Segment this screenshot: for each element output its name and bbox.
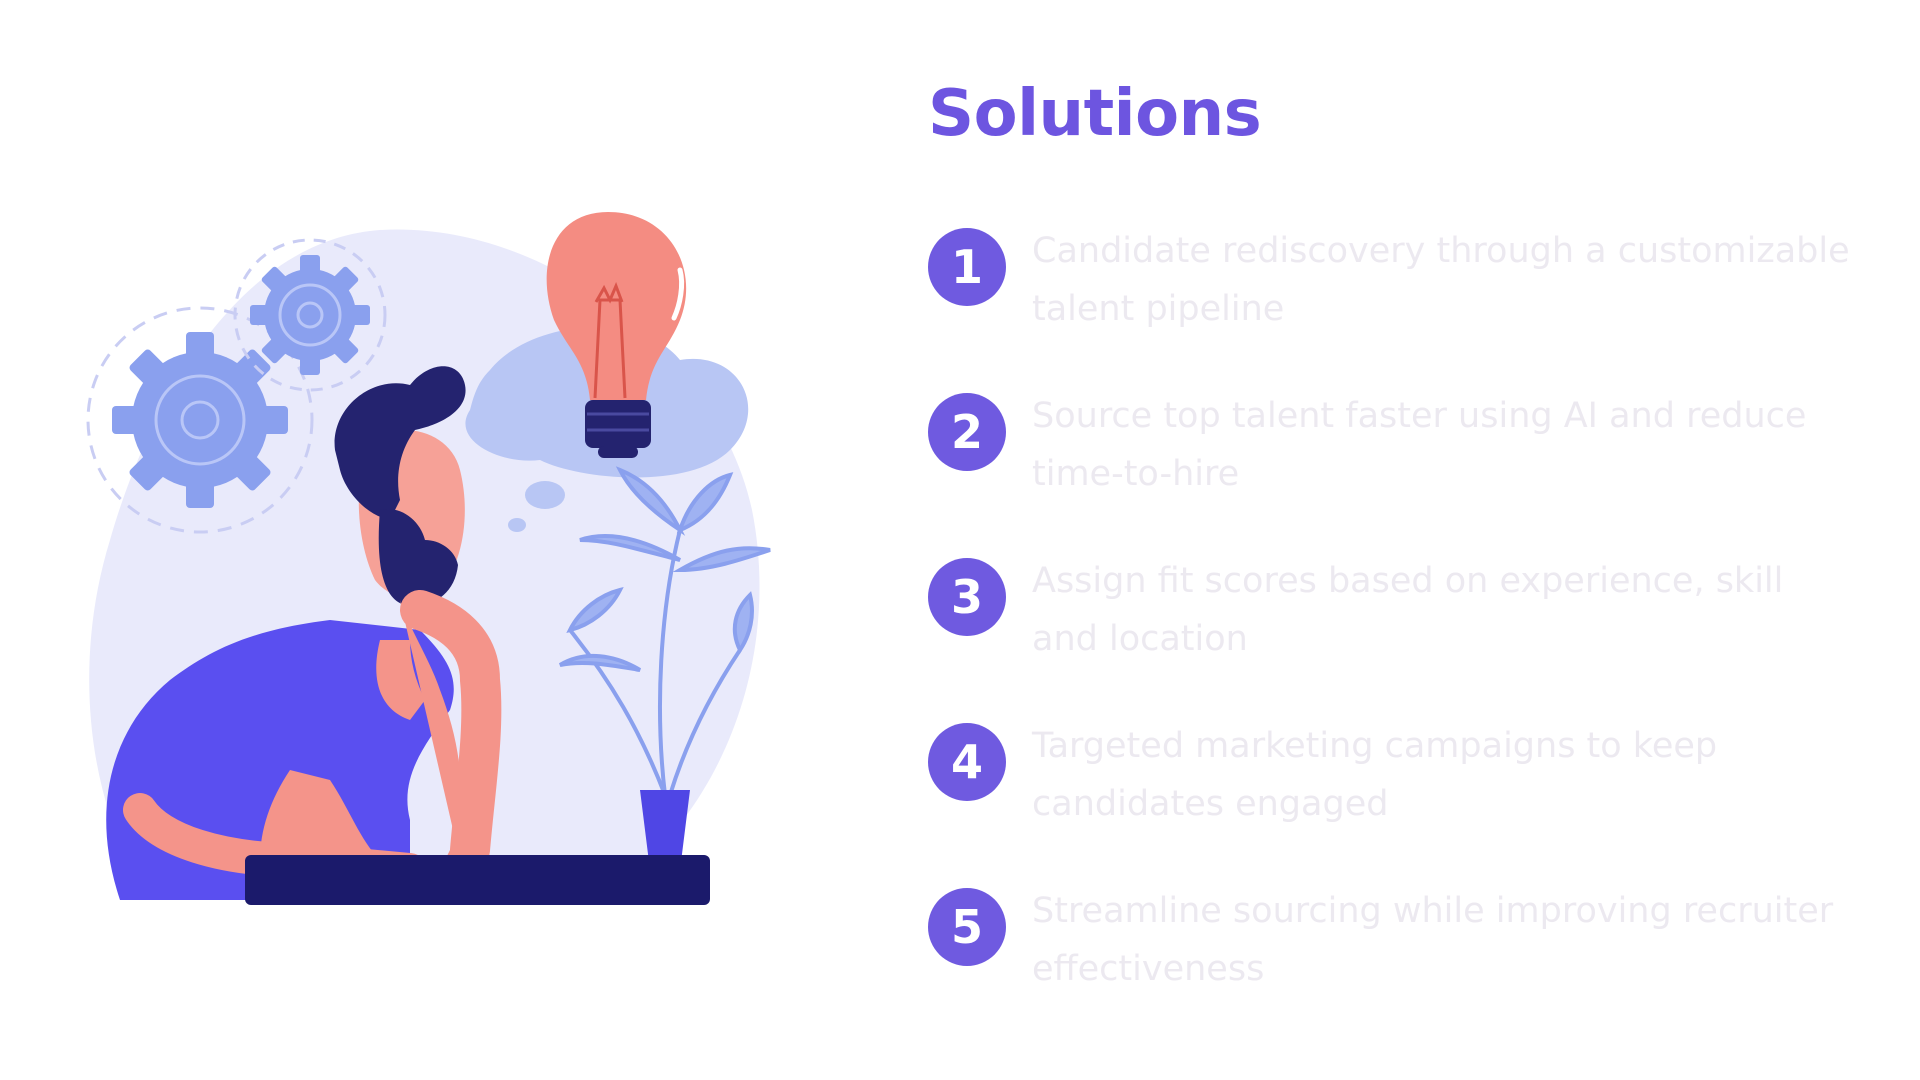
plant-pot (640, 790, 690, 870)
solutions-list: 1 Candidate rediscovery through a custom… (928, 222, 1858, 1047)
list-item: 3 Assign fit scores based on experience,… (928, 552, 1858, 717)
lightbulb-icon (546, 212, 687, 458)
person-figure (106, 366, 502, 900)
list-item-text: Targeted marketing campaigns to keep can… (1032, 726, 1718, 824)
number-badge: 2 (928, 393, 1006, 471)
number-badge: 5 (928, 888, 1006, 966)
list-item-text: Assign fit scores based on experience, s… (1032, 561, 1784, 659)
list-item-text: Candidate rediscovery through a customiz… (1032, 231, 1850, 329)
list-item-text: Source top talent faster using AI and re… (1032, 396, 1807, 494)
plant-icon (558, 466, 771, 796)
list-item-text: Streamline sourcing while improving recr… (1032, 891, 1834, 989)
list-item: 5 Streamline sourcing while improving re… (928, 882, 1858, 1047)
desk (245, 855, 710, 905)
number-badge: 1 (928, 228, 1006, 306)
list-item: 1 Candidate rediscovery through a custom… (928, 222, 1858, 387)
number-badge: 3 (928, 558, 1006, 636)
small-gear-icon (233, 238, 387, 392)
large-gear-icon (86, 306, 314, 534)
list-item: 2 Source top talent faster using AI and … (928, 387, 1858, 552)
list-item: 4 Targeted marketing campaigns to keep c… (928, 717, 1858, 882)
thinking-person-illustration (80, 210, 780, 910)
page-title: Solutions (928, 77, 1262, 151)
number-badge: 4 (928, 723, 1006, 801)
